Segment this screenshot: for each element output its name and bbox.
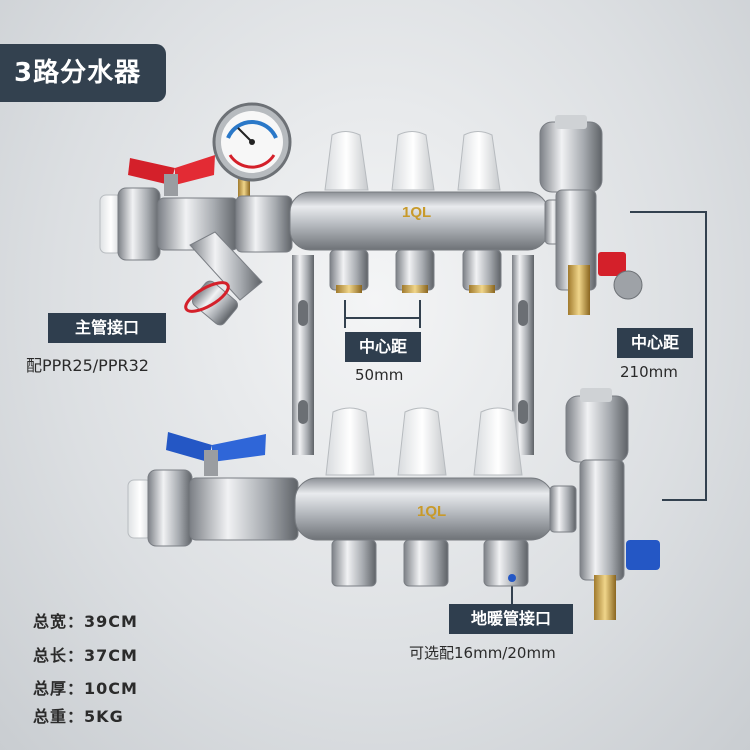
svg-text:1QL: 1QL	[417, 503, 446, 520]
spec-weight: 总重：5KG	[33, 707, 124, 726]
outlet-fitting	[331, 539, 529, 587]
center-distance-tag: 中心距	[345, 332, 421, 362]
return-manifold	[127, 388, 660, 620]
main-port-tag: 主管接口	[48, 313, 166, 343]
floor-heating-port-sub: 可选配16mm/20mm	[409, 644, 556, 662]
distance-guide-center	[344, 300, 421, 328]
center-distance-sub: 50mm	[355, 366, 404, 384]
outlet-fitting	[329, 249, 502, 293]
page-title: 3路分水器	[0, 44, 166, 102]
spec-thickness: 总厚：10CM	[33, 679, 138, 698]
butterfly-valve-icon	[128, 155, 215, 196]
brand-mark-top: 1QL	[402, 204, 431, 221]
floor-heating-port-tag: 地暖管接口	[449, 604, 573, 634]
mounting-bracket	[292, 255, 534, 455]
thermostatic-knob	[325, 407, 523, 476]
supply-manifold	[99, 102, 643, 326]
vent-valve-icon	[539, 115, 643, 315]
center-distance-bars-sub: 210mm	[620, 363, 678, 381]
pressure-gauge-icon	[212, 102, 292, 182]
svg-text:1QL: 1QL	[402, 204, 431, 221]
vent-valve-icon	[565, 388, 660, 620]
center-distance-bars-tag: 中心距	[617, 328, 693, 358]
brand-mark-bottom: 1QL	[417, 503, 446, 520]
distance-guide-right	[630, 211, 707, 501]
thermostatic-knob	[324, 131, 501, 191]
spec-width: 总宽：39CM	[33, 612, 138, 631]
main-port-sub: 配PPR25/PPR32	[26, 356, 149, 375]
spec-length: 总长：37CM	[33, 646, 138, 665]
butterfly-valve-icon	[166, 432, 266, 476]
